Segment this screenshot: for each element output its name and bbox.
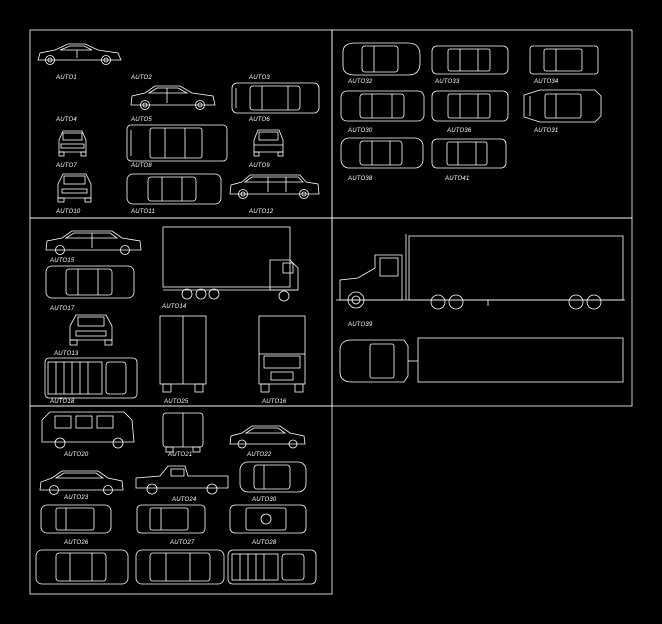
frame-truck-right (331, 217, 633, 407)
label-auto41: AUTO41 (444, 176, 469, 182)
car-front-view-auto7 (58, 130, 87, 157)
label-auto15: AUTO15 (49, 258, 75, 264)
coupe-side-drawing (229, 425, 306, 449)
wagon-side-drawing (229, 174, 320, 199)
car-top-view-auto30b (239, 461, 307, 493)
panel-trucks-left: AUTO15 AUTO17 AUTO14 AUTO13 (44, 226, 306, 405)
frame-cars-bottom (29, 405, 333, 595)
label-auto6: AUTO6 (248, 117, 270, 123)
label-auto2: AUTO2 (130, 75, 152, 81)
label-auto30: AUTO30 (347, 128, 373, 134)
label-auto7: AUTO7 (55, 163, 77, 169)
label-auto13: AUTO13 (53, 351, 79, 357)
sports-car-side-drawing (37, 43, 122, 65)
label-auto20: AUTO20 (63, 452, 89, 458)
panel-top-right: AUTO32 AUTO33 AUTO34 AUTO30 AUTO36 AUTO3… (340, 42, 602, 182)
truck-rear-view-auto25 (159, 315, 207, 393)
label-auto18: AUTO18 (49, 399, 75, 405)
label-auto11: AUTO11 (130, 209, 155, 215)
label-auto17: AUTO17 (49, 306, 75, 312)
label-auto31: AUTO31 (533, 128, 558, 134)
car-top-view-auto3 (231, 82, 320, 114)
label-auto32: AUTO32 (347, 79, 373, 85)
car-top-view-auto11 (126, 173, 222, 205)
label-auto14: AUTO14 (161, 304, 187, 310)
van-rear-view-drawing (162, 412, 204, 453)
pickup-top-view-auto18 (44, 357, 138, 399)
panel-semi-truck: AUTO39 (336, 234, 625, 383)
label-auto9: AUTO9 (248, 163, 270, 169)
label-auto12: AUTO12 (248, 209, 274, 215)
frame-trucks-left (29, 217, 333, 407)
car-rear-view-auto10 (57, 173, 92, 203)
pickup-side-drawing (135, 465, 229, 495)
van-side-drawing (41, 411, 135, 449)
label-auto25: AUTO25 (163, 399, 189, 405)
car-top-view-auto29 (35, 549, 129, 585)
car-top-view-auto30 (340, 90, 425, 122)
car-top-view-auto38 (340, 137, 424, 169)
semi-truck-side-drawing (336, 234, 625, 310)
label-auto34: AUTO34 (533, 79, 559, 85)
box-truck-side-drawing (162, 226, 299, 302)
label-auto1: AUTO1 (55, 75, 77, 81)
car-top-view-auto32 (342, 42, 421, 76)
car-top-view-auto27 (136, 504, 206, 534)
label-auto36: AUTO36 (446, 128, 472, 134)
label-auto39: AUTO39 (347, 322, 373, 328)
label-auto28: AUTO28 (251, 540, 277, 546)
car-top-view-auto41 (431, 138, 507, 169)
frame-cars-topleft (29, 29, 333, 219)
limousine-side-drawing (45, 230, 142, 255)
car-top-view-auto36 (431, 90, 509, 122)
hatchback-side-drawing (39, 470, 124, 495)
label-auto22: AUTO22 (246, 452, 272, 458)
label-auto38: AUTO38 (347, 176, 373, 182)
sedan-side-drawing (130, 85, 216, 110)
label-auto26: AUTO26 (63, 540, 89, 546)
semi-truck-top-view-drawing (339, 337, 624, 383)
pickup-top-view-bottom (227, 549, 317, 585)
frame-cars-topright (331, 29, 633, 219)
label-auto27: AUTO27 (169, 540, 195, 546)
label-auto30: AUTO30 (251, 497, 277, 503)
label-auto23: AUTO23 (63, 495, 89, 501)
drawing-frames (29, 29, 633, 595)
label-auto24: AUTO24 (171, 497, 197, 503)
car-top-view-auto17 (45, 265, 135, 299)
car-top-view-auto34 (529, 45, 599, 75)
label-auto4: AUTO4 (55, 117, 77, 123)
truck-front-view-auto16 (258, 315, 306, 393)
label-auto10: AUTO10 (55, 209, 81, 215)
label-auto3: AUTO3 (248, 75, 270, 81)
label-auto33: AUTO33 (434, 79, 460, 85)
car-top-view-auto31 (523, 89, 602, 123)
panel-top-left: AUTO1 AUTO2 AUTO3 AUTO4 AUTO5 AUTO6 (37, 43, 320, 215)
car-top-view-auto26 (40, 504, 112, 534)
limo-top-view-drawing (135, 549, 225, 585)
label-auto5: AUTO5 (130, 117, 152, 123)
panel-bottom-cars: AUTO20 AUTO21 AUTO22 AUTO23 AUTO24 AUTO3… (35, 411, 317, 585)
car-top-view-auto28 (229, 504, 307, 534)
label-auto8: AUTO8 (130, 163, 152, 169)
label-auto21: AUTO21 (167, 452, 192, 458)
car-top-view-auto33 (431, 45, 509, 75)
car-top-view-auto8 (126, 124, 228, 162)
label-auto16: AUTO16 (261, 399, 287, 405)
car-front-view-auto13 (69, 314, 113, 346)
car-rear-view-auto9 (253, 129, 284, 157)
